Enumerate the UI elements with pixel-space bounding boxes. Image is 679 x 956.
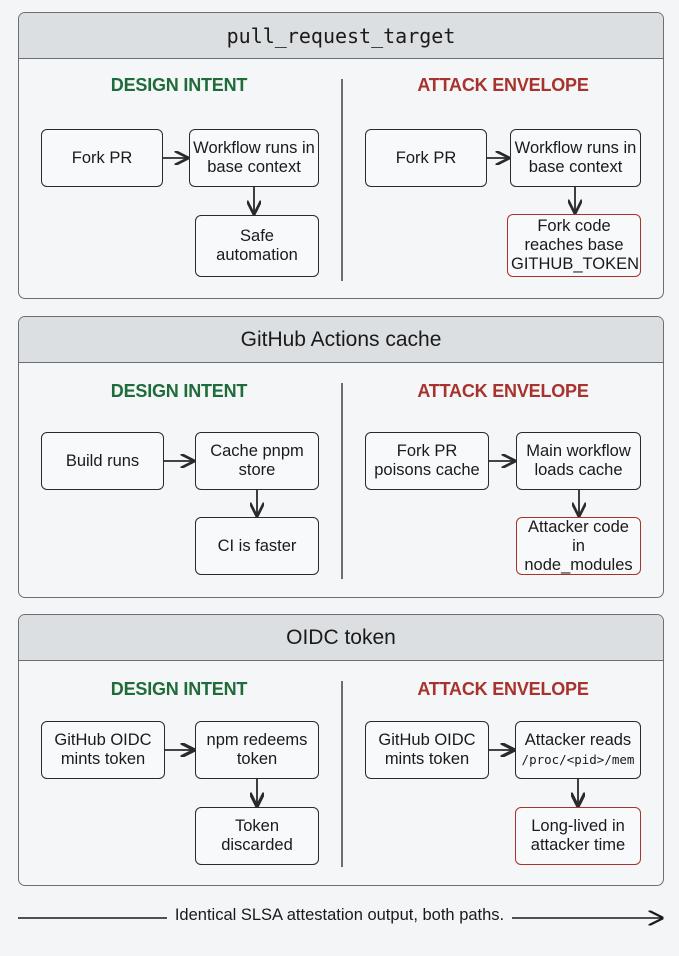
intent-box-ci-faster: CI is faster xyxy=(195,517,319,575)
intent-box-oidc-mints: GitHub OIDC mints token xyxy=(41,721,165,779)
intent-box-build-runs: Build runs xyxy=(41,432,164,490)
attack-box-attacker-reads: Attacker reads/proc/<pid>/mem xyxy=(515,721,641,779)
design-intent-label: DESIGN INTENT xyxy=(110,679,248,699)
panel-title: pull_request_target xyxy=(19,13,663,59)
intent-box-cache-pnpm: Cache pnpm store xyxy=(195,432,319,490)
attack-envelope-label: ATTACK ENVELOPE xyxy=(417,679,589,699)
panel-title: OIDC token xyxy=(19,615,663,661)
attack-box-fork-code-token: Fork code reaches base GITHUB_TOKEN xyxy=(507,214,641,277)
design-intent-label: DESIGN INTENT xyxy=(110,381,248,401)
footer-caption: Identical SLSA attestation output, both … xyxy=(0,906,679,925)
attack-box-main-loads: Main workflow loads cache xyxy=(516,432,641,490)
attack-box-workflow-base: Workflow runs in base context xyxy=(510,129,641,187)
intent-box-fork-pr: Fork PR xyxy=(41,129,163,187)
attack-envelope-label: ATTACK ENVELOPE xyxy=(417,381,589,401)
column-divider xyxy=(341,383,343,579)
panel-pull-request-target: pull_request_target DESIGN INTENT ATTACK… xyxy=(18,12,664,299)
attack-envelope-label: ATTACK ENVELOPE xyxy=(417,75,589,95)
intent-box-npm-redeems: npm redeems token xyxy=(195,721,319,779)
attack-box-fork-pr: Fork PR xyxy=(365,129,487,187)
attack-box-oidc-mints: GitHub OIDC mints token xyxy=(365,721,489,779)
intent-box-workflow-base: Workflow runs in base context xyxy=(189,129,319,187)
attack-box-long-lived: Long-lived in attacker time xyxy=(515,807,641,865)
panel-actions-cache: GitHub Actions cache DESIGN INTENT ATTAC… xyxy=(18,316,664,598)
panel-oidc-token: OIDC token DESIGN INTENT ATTACK ENVELOPE… xyxy=(18,614,664,886)
attack-box-fork-poisons: Fork PR poisons cache xyxy=(365,432,489,490)
column-divider xyxy=(341,681,343,867)
column-divider xyxy=(341,79,343,281)
intent-box-safe-automation: Safe automation xyxy=(195,215,319,277)
intent-box-token-discarded: Token discarded xyxy=(195,807,319,865)
panel-title: GitHub Actions cache xyxy=(19,317,663,363)
design-intent-label: DESIGN INTENT xyxy=(110,75,248,95)
attack-box-attacker-code: Attacker code in node_modules xyxy=(516,517,641,575)
